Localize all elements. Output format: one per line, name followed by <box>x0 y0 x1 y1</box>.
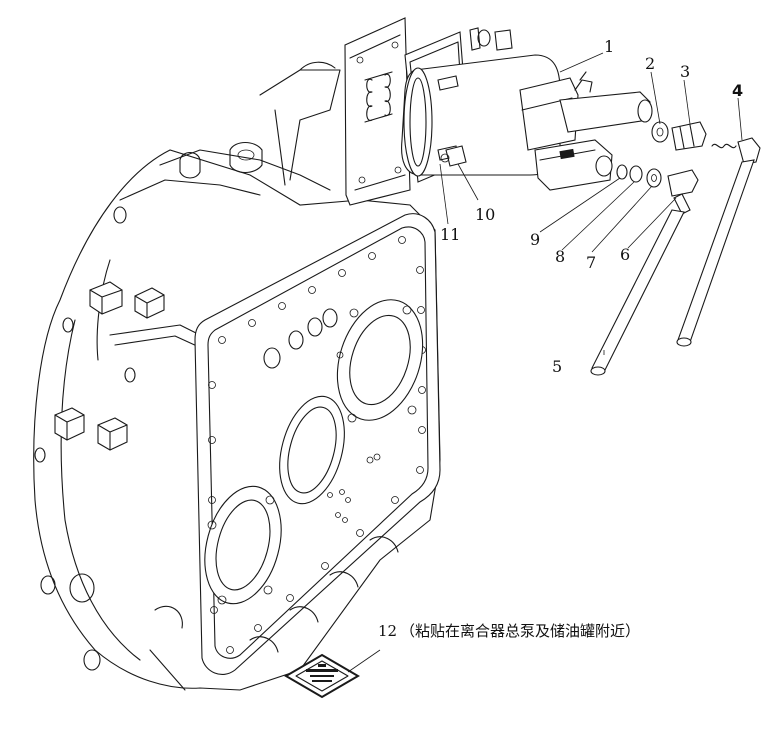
callout-8: 8 <box>555 247 565 266</box>
leader-lines <box>347 52 743 673</box>
callout-12-note: （粘贴在离合器总泵及储油罐附近） <box>400 622 640 640</box>
flange-ports <box>263 308 381 523</box>
callout-5: 5 <box>552 357 562 376</box>
callout-6: 6 <box>620 245 630 264</box>
callout-3: 3 <box>680 62 690 81</box>
callout-7: 7 <box>586 253 596 272</box>
pipe-fittings <box>616 121 737 215</box>
callout-11: 11 <box>440 225 460 244</box>
callout-9: 9 <box>530 230 540 249</box>
callout-4: 4 <box>732 81 743 100</box>
pump-mounting-bracket <box>344 17 411 206</box>
transmission-housing <box>33 61 441 691</box>
callout-2: 2 <box>645 54 655 73</box>
callout-12-number: 12 <box>378 622 397 640</box>
bearing-bores <box>204 299 424 605</box>
warning-decal-icon <box>284 653 360 699</box>
clutch-booster-assembly <box>401 31 653 191</box>
callout-labels: 1 2 3 4 5 6 7 8 9 10 11 12 （粘贴在离合器总泵及储油罐… <box>378 37 743 640</box>
callout-1: 1 <box>604 37 614 56</box>
oil-pipes <box>590 137 761 376</box>
mounting-bolts <box>440 27 513 167</box>
callout-10: 10 <box>475 205 495 224</box>
